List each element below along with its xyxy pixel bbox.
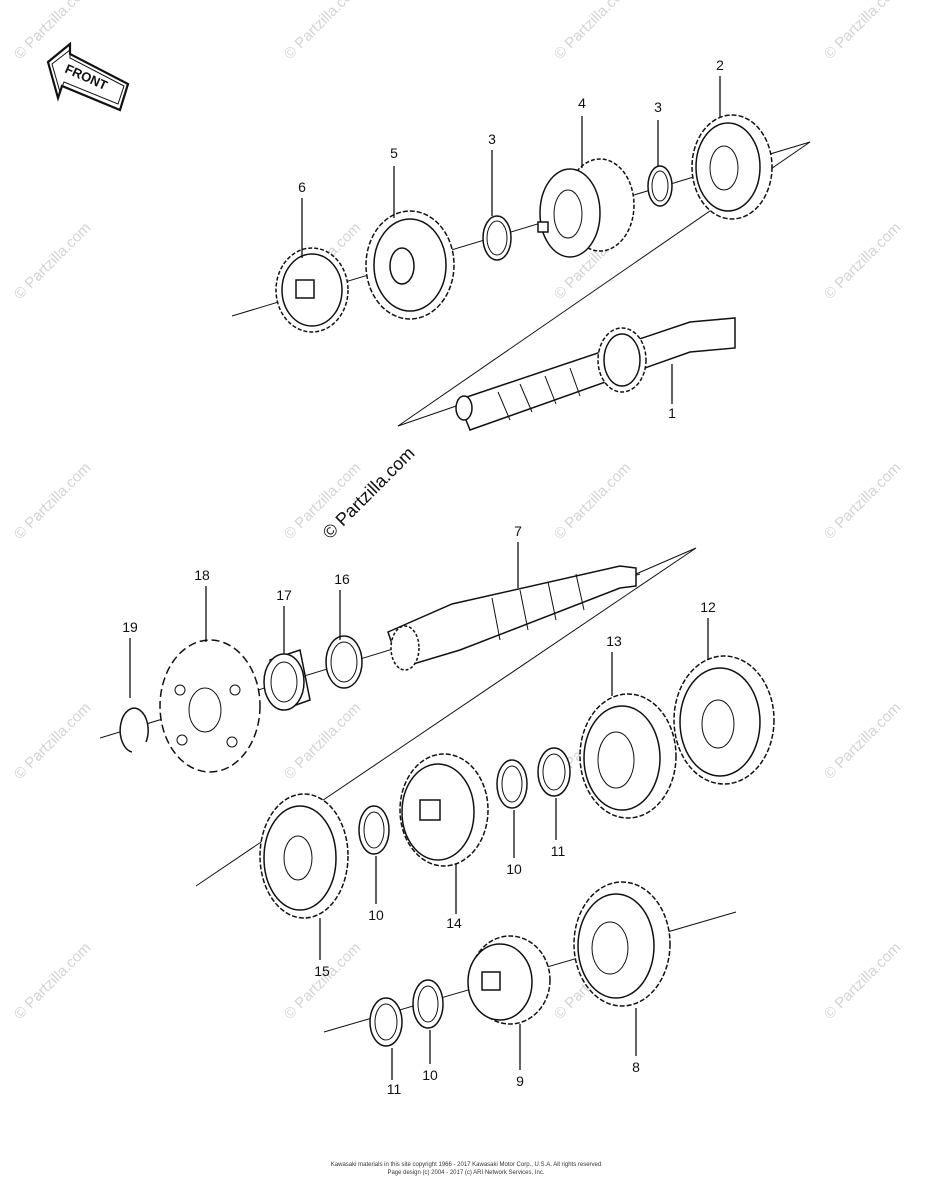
watermark-tile: © Partzilla.com xyxy=(551,0,634,63)
callout-3-left: 3 xyxy=(488,131,496,147)
watermark-tile: © Partzilla.com xyxy=(11,219,94,302)
callout-5: 5 xyxy=(390,145,398,161)
watermark-tile: © Partzilla.com xyxy=(281,0,364,63)
ring-part-16 xyxy=(325,635,363,689)
callout-18: 18 xyxy=(194,567,210,583)
watermark-tile: © Partzilla.com xyxy=(11,0,94,63)
watermark-tile: © Partzilla.com xyxy=(821,0,904,63)
watermark-tile: © Partzilla.com xyxy=(11,699,94,782)
callout-16: 16 xyxy=(334,571,350,587)
front-arrow-badge: FRONT xyxy=(46,41,130,112)
callout-13: 13 xyxy=(606,633,622,649)
gear-part-14 xyxy=(399,753,489,867)
callout-4: 4 xyxy=(578,95,586,111)
washer-part-11-upper xyxy=(537,747,571,797)
gear-part-4 xyxy=(537,158,635,258)
callout-17: 17 xyxy=(276,587,292,603)
gear-part-15 xyxy=(259,793,349,919)
callout-1: 1 xyxy=(668,405,676,421)
washer-part-11-lower xyxy=(369,997,403,1047)
callout-12: 12 xyxy=(700,599,716,615)
watermark-tile: © Partzilla.com xyxy=(821,699,904,782)
gear-part-9 xyxy=(467,935,551,1025)
callout-11-upper: 11 xyxy=(551,843,566,859)
shaft-part-7 xyxy=(387,565,637,671)
callout-10-mid: 10 xyxy=(506,861,522,877)
gear-part-2 xyxy=(691,114,773,220)
watermark-tile: © Partzilla.com xyxy=(11,459,94,542)
gear-part-6 xyxy=(275,247,349,333)
watermark-tile: © Partzilla.com xyxy=(821,939,904,1022)
footer-copyright-line2: Page design (c) 2004 - 2017 (c) ARI Netw… xyxy=(387,1170,544,1176)
gear-part-13 xyxy=(579,693,677,819)
callout-8: 8 xyxy=(632,1059,640,1075)
watermark-tile: © Partzilla.com xyxy=(821,459,904,542)
callout-10-lower: 10 xyxy=(422,1067,438,1083)
collar-part-17 xyxy=(263,649,311,711)
circlip-part-10-lower xyxy=(412,979,444,1029)
watermark-tile: © Partzilla.com xyxy=(281,699,364,782)
watermark-tile: © Partzilla.com xyxy=(281,939,364,1022)
footer-copyright-line1: Kawasaki materials in this site copyrigh… xyxy=(331,1162,601,1168)
gear-part-12 xyxy=(673,655,775,785)
shaft-part-1 xyxy=(455,317,736,431)
callout-3-right: 3 xyxy=(654,99,662,115)
callout-6: 6 xyxy=(298,179,306,195)
circlip-part-3-right xyxy=(647,165,673,207)
callout-14: 14 xyxy=(446,915,462,931)
watermark-tile: © Partzilla.com xyxy=(821,219,904,302)
callout-7: 7 xyxy=(514,523,522,539)
callout-10-left: 10 xyxy=(368,907,384,923)
gear-part-8 xyxy=(573,881,671,1007)
callout-19: 19 xyxy=(122,619,138,635)
circlip-part-3-left xyxy=(482,215,512,261)
callout-2: 2 xyxy=(716,57,724,73)
sprocket-part-18 xyxy=(159,639,261,773)
watermark-tile: © Partzilla.com xyxy=(11,939,94,1022)
circlip-part-19 xyxy=(119,707,149,753)
callout-15: 15 xyxy=(314,963,330,979)
gear-part-5 xyxy=(365,210,455,320)
callout-numbers: 6 5 3 4 3 2 1 7 16 17 18 19 12 13 11 10 … xyxy=(122,57,724,1097)
circlip-part-10-left xyxy=(358,805,390,855)
circlip-part-10-mid xyxy=(496,759,528,809)
callout-9: 9 xyxy=(516,1073,524,1089)
callout-11-lower: 11 xyxy=(387,1081,402,1097)
watermark-tile: © Partzilla.com xyxy=(551,459,634,542)
leader-lines xyxy=(129,76,721,1080)
